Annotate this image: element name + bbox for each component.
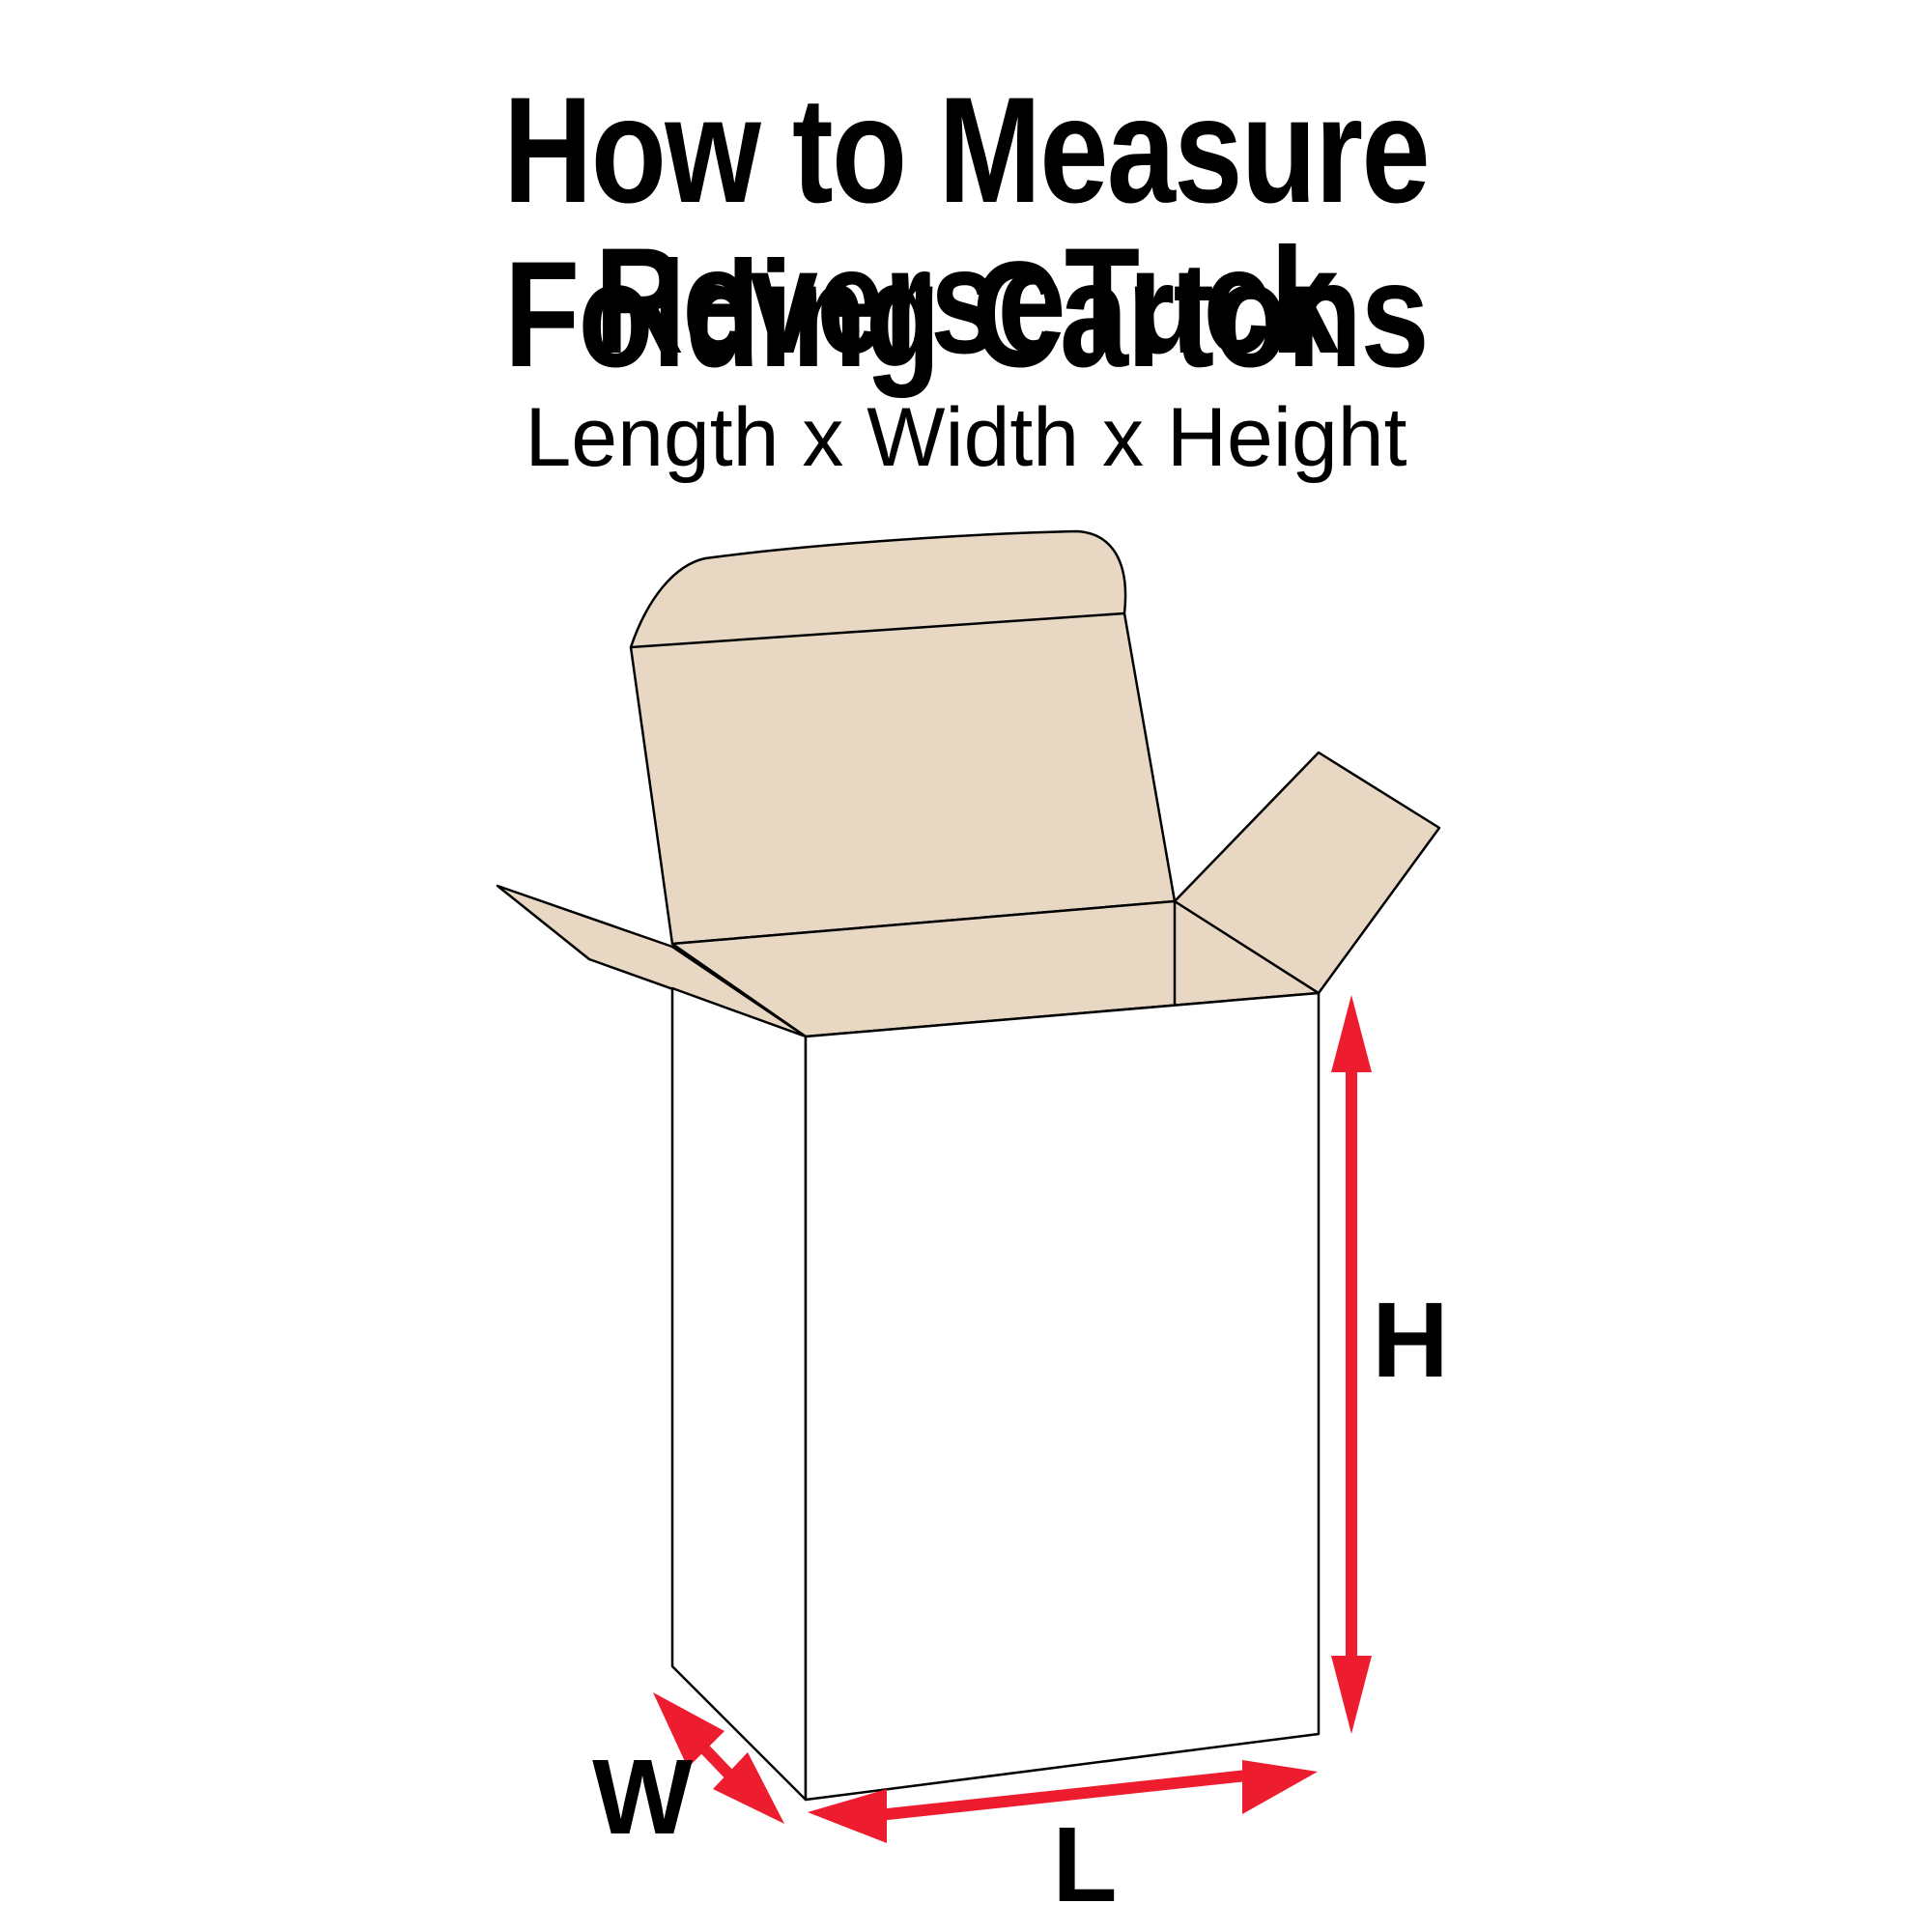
front-panel (804, 991, 1321, 1802)
width-arrow (653, 1692, 784, 1824)
right-dust-flap (1173, 751, 1441, 995)
tuck-flap (629, 529, 1177, 946)
title-line-1: How to Measure ReverseTuck (503, 67, 1431, 385)
length-arrow (808, 1760, 1318, 1843)
width-label: W (592, 1738, 693, 1857)
side-panel (670, 986, 808, 1802)
height-label: H (1372, 1281, 1448, 1400)
tuck-flap-fold-line (630, 611, 1125, 649)
left-flap-fold-line (671, 945, 807, 1038)
height-arrow (1331, 995, 1372, 1734)
length-label: L (1052, 1805, 1117, 1924)
title-line-2: Folding Cartons (503, 231, 1430, 399)
subtitle: Length x Width x Height (525, 391, 1407, 484)
